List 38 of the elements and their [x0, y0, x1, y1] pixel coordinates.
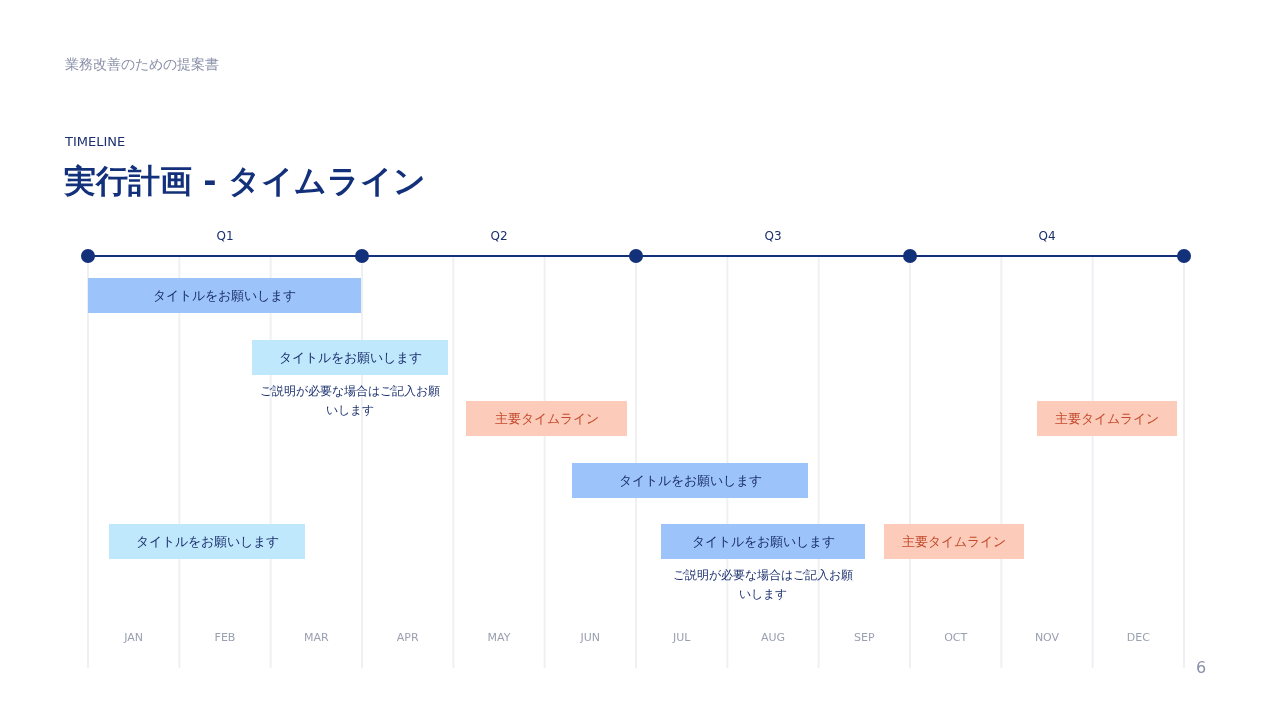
month-label: FEB: [213, 631, 237, 644]
month-label: APR: [395, 631, 420, 644]
bar-label: 主要タイムライン: [902, 532, 1006, 551]
quarter-label: Q1: [215, 229, 235, 243]
timeline-bar: [109, 524, 305, 559]
bar-label: タイトルをお願いします: [691, 532, 835, 551]
bar-label: 主要タイムライン: [494, 409, 599, 428]
page-number: 6: [1196, 658, 1207, 677]
month-label: SEP: [853, 631, 876, 644]
month-label: JUL: [671, 631, 692, 644]
month-label: MAR: [303, 631, 330, 644]
month-label: OCT: [943, 631, 969, 644]
bar-label: タイトルをお願いします: [618, 471, 762, 490]
timeline-bar: [661, 524, 865, 559]
slide-title: 実行計画 - タイムライン: [64, 161, 426, 202]
month-label: NOV: [1033, 631, 1061, 644]
bar-label: タイトルをお願いします: [153, 286, 296, 305]
quarter-label: Q2: [489, 229, 509, 243]
month-label: MAY: [486, 631, 512, 644]
quarter-label: Q3: [763, 229, 783, 243]
month-label: JUN: [579, 631, 602, 644]
month-label: DEC: [1125, 631, 1151, 644]
timeline-bar: [1037, 401, 1177, 436]
month-label: AUG: [759, 631, 787, 644]
timeline-bar: [252, 340, 448, 375]
quarter-label: Q4: [1037, 229, 1057, 243]
timeline-bar: [884, 524, 1024, 559]
description-text: ご説明が必要な場合はご記入お願いします: [260, 383, 440, 419]
timeline-bar: [88, 278, 361, 313]
header-text: 業務改善のための提案書: [65, 56, 219, 74]
bar-label: タイトルをお願いします: [278, 348, 422, 367]
description-text: ご説明が必要な場合はご記入お願いします: [673, 567, 853, 603]
bar-label: タイトルをお願いします: [135, 532, 279, 551]
section-label: TIMELINE: [65, 134, 126, 149]
month-label: JAN: [122, 631, 145, 644]
timeline-bar: [466, 401, 627, 436]
bar-label: 主要タイムライン: [1055, 409, 1159, 428]
timeline-bar: [572, 463, 808, 498]
